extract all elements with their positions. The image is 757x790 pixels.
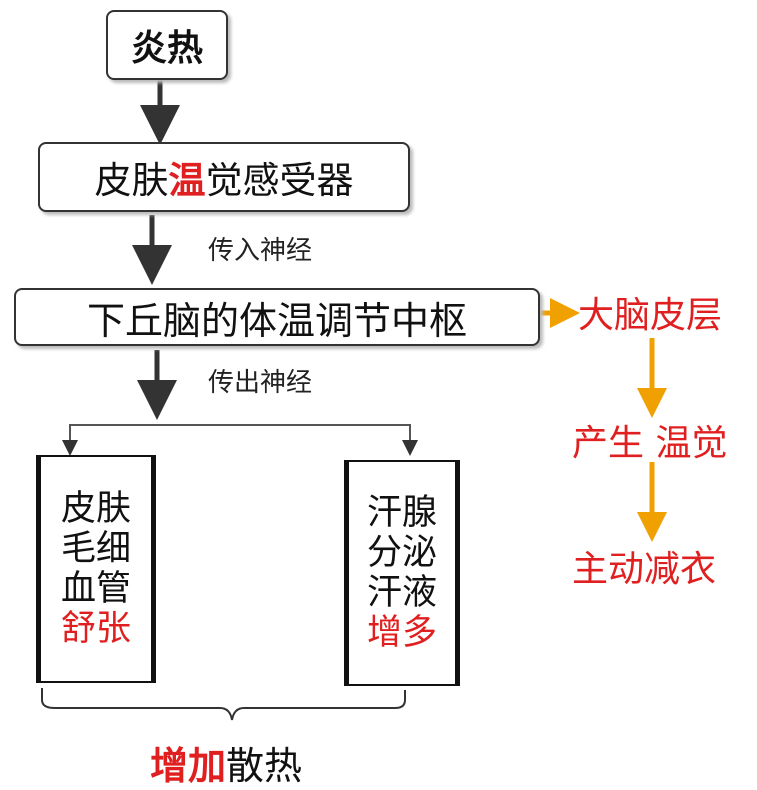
receptor-box: 皮肤温觉感受器: [38, 142, 410, 212]
left-line-3: 血管: [60, 569, 131, 609]
left-result: 舒张: [60, 609, 131, 649]
heat-stimulus-box: 炎热: [106, 10, 228, 80]
result-highlight: 增加: [150, 744, 227, 788]
left-line-1: 皮肤: [60, 489, 131, 529]
receptor-prefix: 皮肤: [94, 159, 169, 202]
center-text: 下丘脑的体温调节中枢: [86, 298, 467, 343]
right-line-1: 汗腺: [366, 493, 437, 533]
sweat-gland-box: 汗腺 分泌 汗液 增多: [344, 460, 460, 686]
cerebral-cortex-label: 大脑皮层: [578, 295, 723, 336]
left-line-2: 毛细: [60, 529, 131, 569]
afferent-nerve-label: 传入神经: [208, 236, 313, 266]
right-result: 增多: [366, 613, 437, 653]
heat-dissipation-result: 增加散热: [150, 735, 302, 790]
heat-stimulus-text: 炎热: [130, 28, 203, 69]
right-line-3: 汗液: [366, 573, 437, 613]
thermoregulation-center-box: 下丘脑的体温调节中枢: [14, 288, 540, 346]
remove-clothing-label: 主动减衣: [572, 549, 717, 590]
split-connector: [69, 424, 411, 448]
skin-capillary-box: 皮肤 毛细 血管 舒张: [36, 455, 156, 683]
receptor-suffix: 觉感受器: [205, 159, 354, 202]
merge-brace: [41, 688, 406, 721]
efferent-nerve-label: 传出神经: [208, 368, 313, 398]
result-rest: 散热: [226, 744, 303, 788]
right-line-2: 分泌: [366, 533, 437, 573]
warm-sensation-label: 产生 温觉: [572, 423, 728, 464]
receptor-highlight: 温: [168, 159, 206, 202]
